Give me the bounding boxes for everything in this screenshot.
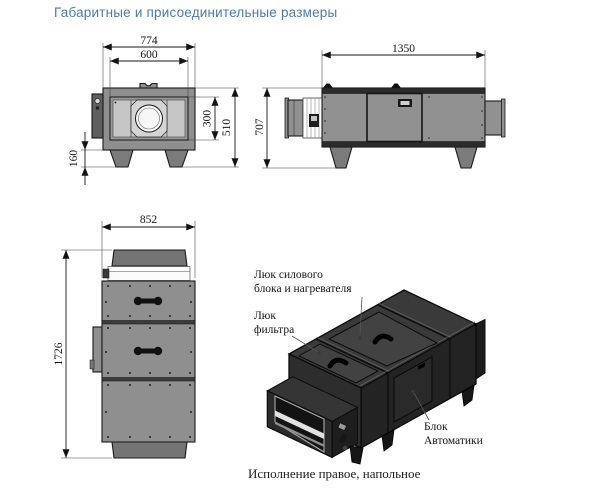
top-dimensions: 852 1726 [53,214,196,459]
hatch-handle [372,333,394,345]
label-power-hatch-line2: блока и нагревателя [254,283,352,295]
lifting-handle [139,82,158,88]
hatch-handle [133,346,163,356]
rivets [324,96,483,139]
iso-labels: Люк силового блока и нагревателя Люк фил… [254,269,483,447]
side-unit-body [284,83,506,169]
leader-line [413,392,430,421]
dim-510: 510 [221,119,233,137]
dim-707: 707 [254,118,266,136]
inlet-duct [287,99,304,137]
outlet-duct [484,100,503,136]
rivets [105,285,192,438]
isometric-view-drawing: Люк силового блока и нагревателя Люк фил… [254,269,486,465]
top-unit-body [89,249,196,459]
leg [329,146,353,169]
dim-774: 774 [140,35,158,47]
front-view-drawing: 774 600 510 300 160 [68,35,239,185]
dim-160: 160 [68,150,80,168]
iso-unit [266,289,486,465]
casing [101,280,196,443]
dim-1350: 1350 [392,43,415,55]
leader-line [291,335,319,353]
flexible-connector [107,266,191,281]
dim-1726: 1726 [53,342,65,365]
leg [164,149,189,168]
label-power-hatch-line1: Люк силового [254,269,323,281]
rear-flange [475,318,486,380]
view-caption: Исполнение правое, напольное [248,466,421,481]
label-filter-hatch-line1: Люк [254,310,276,322]
page-title: Габаритные и присоединительные размеры [54,5,338,20]
clamp [102,268,110,279]
label-automation-line2: Автоматики [424,435,483,447]
top-view-drawing: 852 1726 [53,214,196,459]
leader-dot [410,389,415,394]
side-dimensions: 1350 707 [254,43,486,169]
side-view-drawing: 1350 707 [254,43,506,169]
control-box-top [92,326,103,373]
leader-line [359,296,363,336]
bottom-duct [111,441,188,459]
power-heater-hatch [327,311,439,367]
leader-dot [317,351,321,355]
label-automation-line1: Блок [424,421,448,433]
dim-852: 852 [140,214,158,226]
hatch-handle [327,357,349,369]
lifting-lug [391,83,401,88]
duct-flange [501,98,506,138]
lifting-lug [323,83,333,88]
box-handle-slot [418,362,425,370]
leader-dot [358,336,362,340]
front-unit-body [91,82,196,168]
front-dimensions: 774 600 510 300 160 [68,35,239,185]
leg [109,149,134,168]
clamp-detail [339,433,348,444]
leg [461,384,475,407]
round-duct-opening [135,104,163,133]
hatch-handle [133,296,163,306]
leg [454,146,478,169]
top-duct [111,249,188,267]
label-filter-hatch-line2: фильтра [254,324,294,336]
panel-joint [101,320,196,325]
leg [349,445,364,465]
panel-joint [101,377,196,382]
dim-600: 600 [140,49,158,61]
clamp-detail [337,422,347,431]
dim-300: 300 [202,110,214,128]
leg [381,429,395,452]
service-panel [366,92,423,143]
automation-box [393,355,433,424]
